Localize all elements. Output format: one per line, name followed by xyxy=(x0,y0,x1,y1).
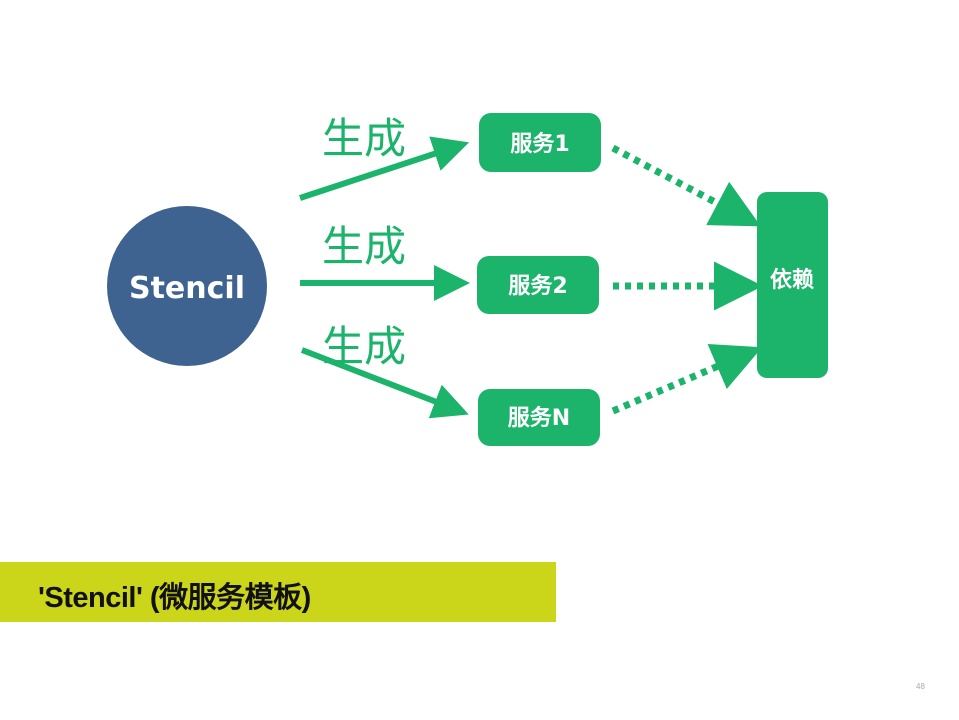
stencil-node xyxy=(107,206,267,366)
dependency-node xyxy=(757,192,828,378)
service-n-node xyxy=(478,389,600,446)
caption-text: 'Stencil' (微服务模板) xyxy=(38,582,311,614)
edge-label-1: 生成 xyxy=(322,114,406,163)
edge-label-2: 生成 xyxy=(322,222,406,271)
service-2-node xyxy=(477,256,599,314)
service-2-label: 服务2 xyxy=(508,274,567,299)
page-number: 48 xyxy=(916,682,925,691)
service-1-label: 服务1 xyxy=(510,132,569,157)
depend-arrow-n xyxy=(611,343,763,415)
dependency-label: 依赖 xyxy=(770,267,814,293)
edge-label-n: 生成 xyxy=(322,322,406,371)
service-n-label: 服务N xyxy=(508,406,570,431)
service-1-node xyxy=(479,113,601,172)
generate-arrow-1 xyxy=(299,136,470,201)
depend-arrow-1 xyxy=(611,144,761,227)
generate-arrow-n xyxy=(300,347,469,419)
caption-banner: 'Stencil' (微服务模板) xyxy=(0,562,556,622)
stencil-label: Stencil xyxy=(129,271,245,306)
